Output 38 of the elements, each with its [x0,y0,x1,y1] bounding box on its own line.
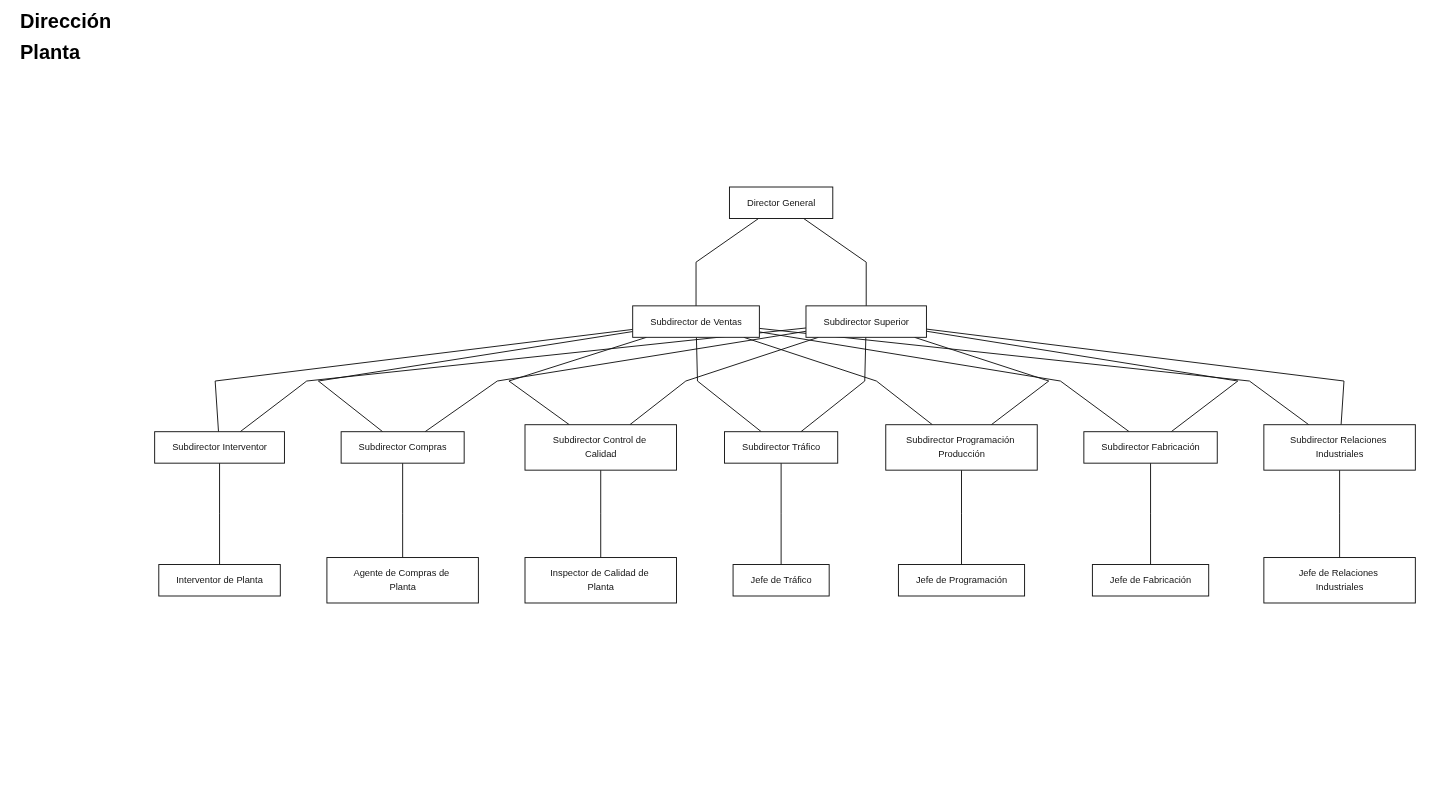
node-box: Subdirector de Ventas [632,305,760,338]
node-box: Subdirector Compras [340,431,465,464]
connector [695,218,760,307]
connector [424,330,807,433]
node-box: Director General [729,186,834,219]
level-label: Dirección [20,10,112,33]
connector [925,328,1345,426]
connector [780,462,782,565]
level-label: Planta [20,41,82,64]
connector [800,336,867,433]
node-box: Subdirector Interventor [154,431,285,464]
connector [1150,462,1151,565]
node-box: Subdirector Superior [805,305,927,338]
node-box: Jefe de Relaciones Industriales [1263,557,1416,604]
node-box: Subdirector Tráfico [724,431,839,464]
node-box: Inspector de Calidad de Planta [524,557,677,604]
connector [758,327,1310,426]
connector [961,469,962,565]
node-box: Subdirector Relaciones Industriales [1263,424,1416,471]
node-box: Subdirector Fabricación [1083,431,1218,464]
node-box: Subdirector Programación Producción [885,424,1038,471]
connector [239,327,807,433]
node-box: Jefe de Fabricación [1091,564,1210,597]
connector [600,469,602,558]
node-box: Jefe de Programación [897,564,1026,597]
connector [402,462,404,558]
node-box: Agente de Compras de Planta [326,557,479,604]
connector [317,331,634,433]
connector [758,331,1130,433]
connector [1339,469,1341,558]
connector [214,328,634,433]
connector [219,462,220,565]
connector [925,330,1239,433]
connector [695,336,762,433]
connector [803,218,867,307]
node-box: Subdirector Control de Calidad [524,424,677,471]
node-box: Interventor de Planta [158,564,281,597]
node-box: Jefe de Tráfico [732,564,830,597]
